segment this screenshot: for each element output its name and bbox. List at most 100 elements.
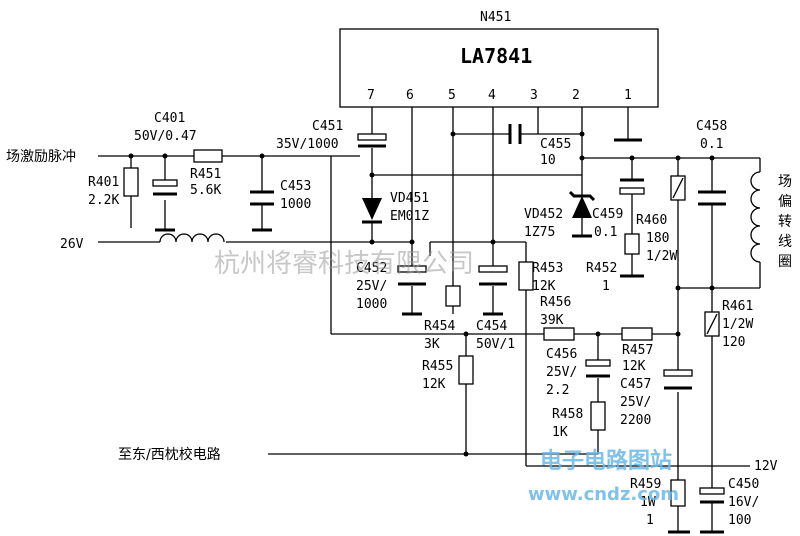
label-c457-ref: C457 xyxy=(620,377,651,392)
label-c453-val: 1000 xyxy=(280,197,311,212)
label-c459-ref: C459 xyxy=(592,207,623,222)
pin-2: 2 xyxy=(572,88,580,103)
label-c457-val1: 25V/ xyxy=(620,395,651,410)
label-r459-val1: 1W xyxy=(640,495,656,510)
label-r457-val: 12K xyxy=(622,359,646,374)
label-c458-ref: C458 xyxy=(696,119,727,134)
capacitor-c451 xyxy=(357,133,387,141)
label-c456-ref: C456 xyxy=(546,347,577,362)
label-c457-val2: 2200 xyxy=(620,413,651,428)
label-r455-val: 12K xyxy=(422,377,446,392)
label-c453-ref: C453 xyxy=(280,179,311,194)
resistor-r459 xyxy=(670,479,686,507)
resistor-r453 xyxy=(518,261,534,291)
label-c450-val1: 16V/ xyxy=(728,495,759,510)
label-c455-ref: C455 xyxy=(540,137,571,152)
label-r453-ref: R453 xyxy=(532,261,563,276)
pin-4: 4 xyxy=(488,88,496,103)
pin-5: 5 xyxy=(448,88,456,103)
diode-vd452 xyxy=(572,196,592,218)
resistor-r454 xyxy=(445,285,461,307)
label-r452-ref: R452 xyxy=(586,261,617,276)
label-c452-val1: 25V/ xyxy=(356,279,387,294)
label-yoke-4: 线 xyxy=(778,234,792,250)
resistor-r460 xyxy=(670,175,686,201)
inductor-26v xyxy=(159,233,225,243)
label-yoke-3: 转 xyxy=(778,214,792,230)
label-r460-ref: R460 xyxy=(636,213,667,228)
label-r401-ref: R401 xyxy=(88,175,119,190)
watermark-company: 杭州将睿科技有限公司 xyxy=(214,249,474,279)
wires xyxy=(98,107,761,534)
capacitor-c456 xyxy=(585,359,611,367)
label-r454-val: 3K xyxy=(424,337,440,352)
ic-ref: N451 xyxy=(480,10,511,25)
label-c458-val: 0.1 xyxy=(700,137,723,152)
capacitor-c450 xyxy=(699,487,725,495)
pin-1: 1 xyxy=(624,88,632,103)
label-c450-val2: 100 xyxy=(728,513,751,528)
labels: 场激励脉冲 C401 50V/0.47 R401 2.2K R451 5.6K … xyxy=(6,111,792,528)
deflection-yoke xyxy=(750,171,761,263)
label-r456-ref: R456 xyxy=(540,295,571,310)
label-c456-val2: 2.2 xyxy=(546,383,569,398)
watermark-site-cn: 电子电路图站 xyxy=(540,448,672,474)
label-c451-val: 35V/1000 xyxy=(276,137,339,152)
pin-7: 7 xyxy=(367,88,375,103)
label-c401-ref: C401 xyxy=(154,111,185,126)
label-c452-ref: C452 xyxy=(356,261,387,276)
label-r460-val2: 1/2W xyxy=(646,249,677,264)
label-vd451-ref: VD451 xyxy=(390,191,429,206)
label-r453-val: 12K xyxy=(532,279,556,294)
resistor-r457 xyxy=(621,327,653,341)
label-r460-val1: 180 xyxy=(646,231,669,246)
label-26v: 26V xyxy=(60,237,84,252)
label-input-signal: 场激励脉冲 xyxy=(6,148,76,165)
label-yoke-2: 偏 xyxy=(778,194,792,210)
ic-body xyxy=(339,28,659,108)
label-r454-ref: R454 xyxy=(424,319,455,334)
label-to-ew: 至东/西枕校电路 xyxy=(118,446,221,463)
watermark-site-url: www.cndz.com xyxy=(528,484,679,505)
resistor-r455 xyxy=(458,355,474,385)
resistor-r401 xyxy=(123,167,139,197)
ic-part: LA7841 xyxy=(460,44,532,68)
label-c459-val: 0.1 xyxy=(594,225,617,240)
label-r458-ref: R458 xyxy=(552,407,583,422)
resistor-r456 xyxy=(543,327,575,341)
label-vd452-ref: VD452 xyxy=(524,207,563,222)
label-c456-val1: 25V/ xyxy=(546,365,577,380)
label-c455-val: 10 xyxy=(540,153,556,168)
label-c451-ref: C451 xyxy=(312,119,343,134)
resistor-r452 xyxy=(624,233,640,255)
diode-vd451 xyxy=(362,198,382,220)
capacitor-c401 xyxy=(152,179,178,187)
label-vd452-val: 1Z75 xyxy=(524,225,555,240)
label-r459-val2: 1 xyxy=(646,513,654,528)
label-r461-val2: 120 xyxy=(722,335,745,350)
label-r461-val1: 1/2W xyxy=(722,317,753,332)
label-r401-val: 2.2K xyxy=(88,193,119,208)
label-r461-ref: R461 xyxy=(722,299,753,314)
label-vd451-val: EM01Z xyxy=(390,209,429,224)
resistor-r461 xyxy=(704,311,720,337)
label-r455-ref: R455 xyxy=(422,359,453,374)
capacitor-c452 xyxy=(397,265,427,273)
label-r452-val: 1 xyxy=(602,279,610,294)
label-c454-val: 50V/1 xyxy=(476,337,515,352)
label-r451-val: 5.6K xyxy=(190,183,221,198)
label-r451-ref: R451 xyxy=(190,167,221,182)
label-yoke-1: 场 xyxy=(778,174,792,190)
label-yoke-5: 圈 xyxy=(778,254,792,270)
label-c450-ref: C450 xyxy=(728,477,759,492)
label-r459-ref: R459 xyxy=(630,477,661,492)
watermarks: 杭州将睿科技有限公司 电子电路图站 www.cndz.com xyxy=(214,249,679,505)
resistor-r451 xyxy=(193,149,223,163)
capacitor-c454 xyxy=(478,265,508,273)
label-c454-ref: C454 xyxy=(476,319,507,334)
label-12v: 12V xyxy=(754,459,778,474)
pin-6: 6 xyxy=(406,88,414,103)
components xyxy=(123,124,761,507)
label-r458-val: 1K xyxy=(552,425,568,440)
